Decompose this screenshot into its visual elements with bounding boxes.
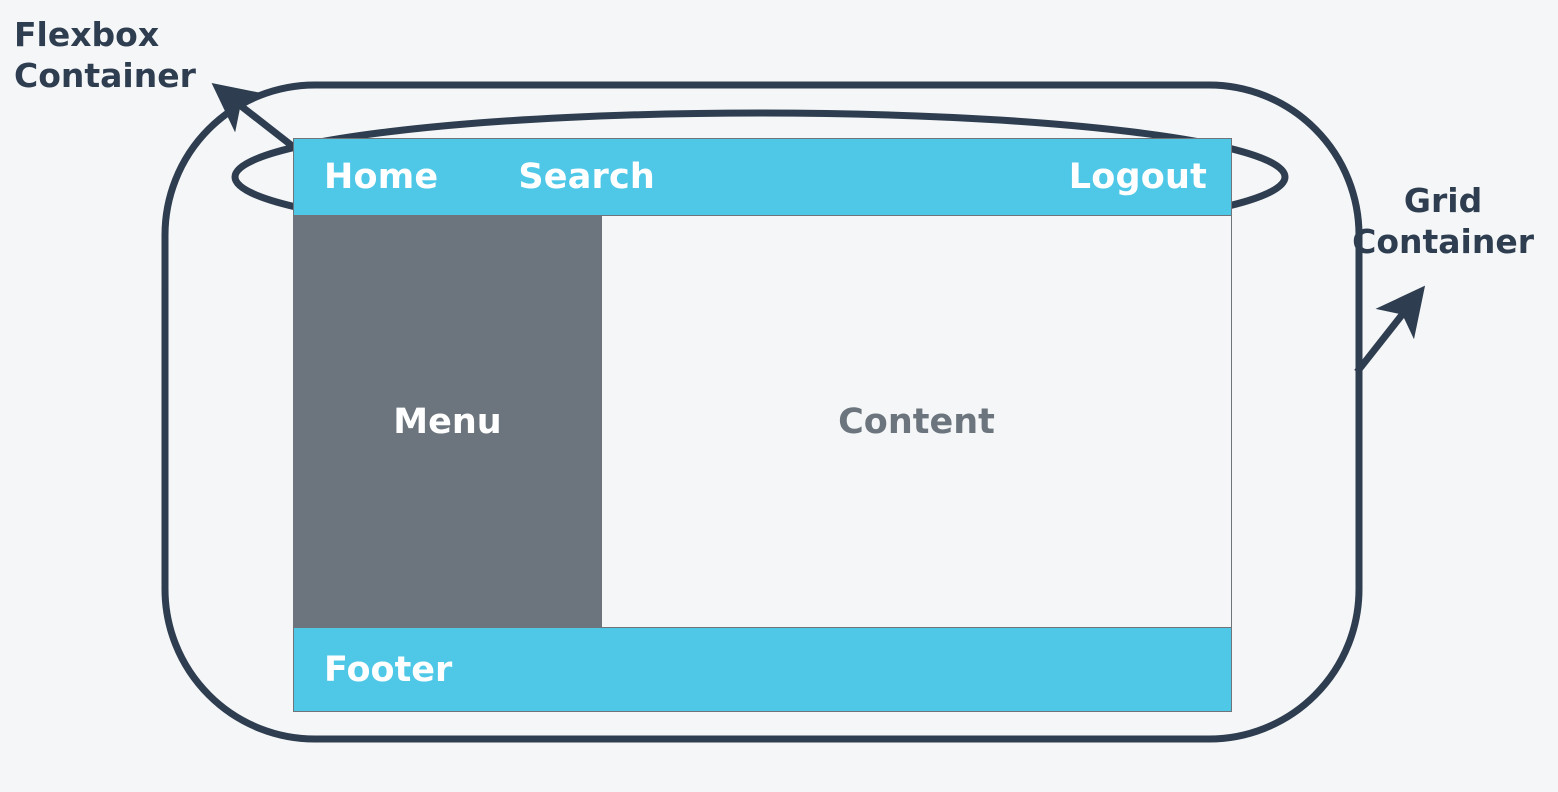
callout-label-grid: Grid Container xyxy=(1352,181,1534,262)
app-menu-label: Menu xyxy=(393,401,502,442)
app-footer-panel: Footer xyxy=(294,627,1231,711)
callout-label-flexbox: Flexbox Container xyxy=(14,15,196,96)
app-header-flex-container: Home Search Logout xyxy=(294,139,1231,216)
app-menu-panel[interactable]: Menu xyxy=(294,216,602,627)
nav-link-search[interactable]: Search xyxy=(518,157,656,197)
app-content-panel: Content xyxy=(602,216,1231,627)
app-content-label: Content xyxy=(838,401,995,442)
app-footer-label: Footer xyxy=(324,649,453,690)
nav-link-home[interactable]: Home xyxy=(324,157,439,197)
flexbox-callout-arrow xyxy=(211,82,303,155)
grid-callout-arrow xyxy=(1354,285,1426,375)
nav-link-logout[interactable]: Logout xyxy=(1068,157,1207,197)
app-window-grid-container: Home Search Logout Menu Content Footer xyxy=(293,138,1232,712)
